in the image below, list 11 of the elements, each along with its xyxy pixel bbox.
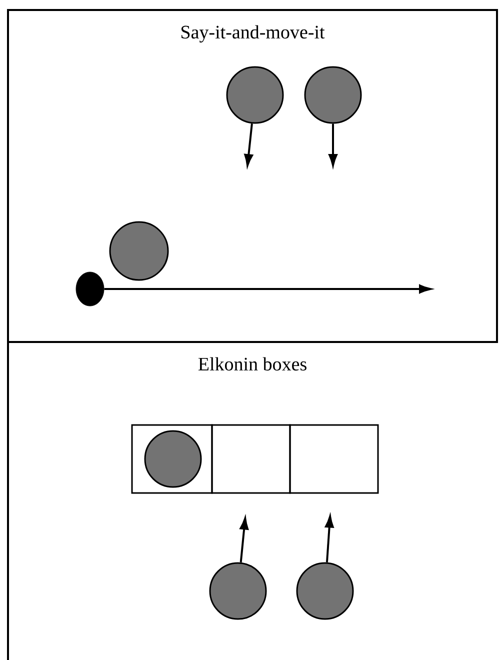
sound-box (211, 424, 291, 494)
counter-disc (296, 562, 354, 620)
sound-box (289, 424, 379, 494)
panel: Say-it-and-move-it (7, 9, 498, 343)
counter-disc (109, 221, 169, 281)
counter-disc (144, 430, 202, 488)
counter-disc (209, 562, 267, 620)
counter-disc (304, 66, 362, 124)
counter-disc (226, 66, 284, 124)
dot (76, 272, 104, 306)
sound-box (131, 424, 213, 494)
